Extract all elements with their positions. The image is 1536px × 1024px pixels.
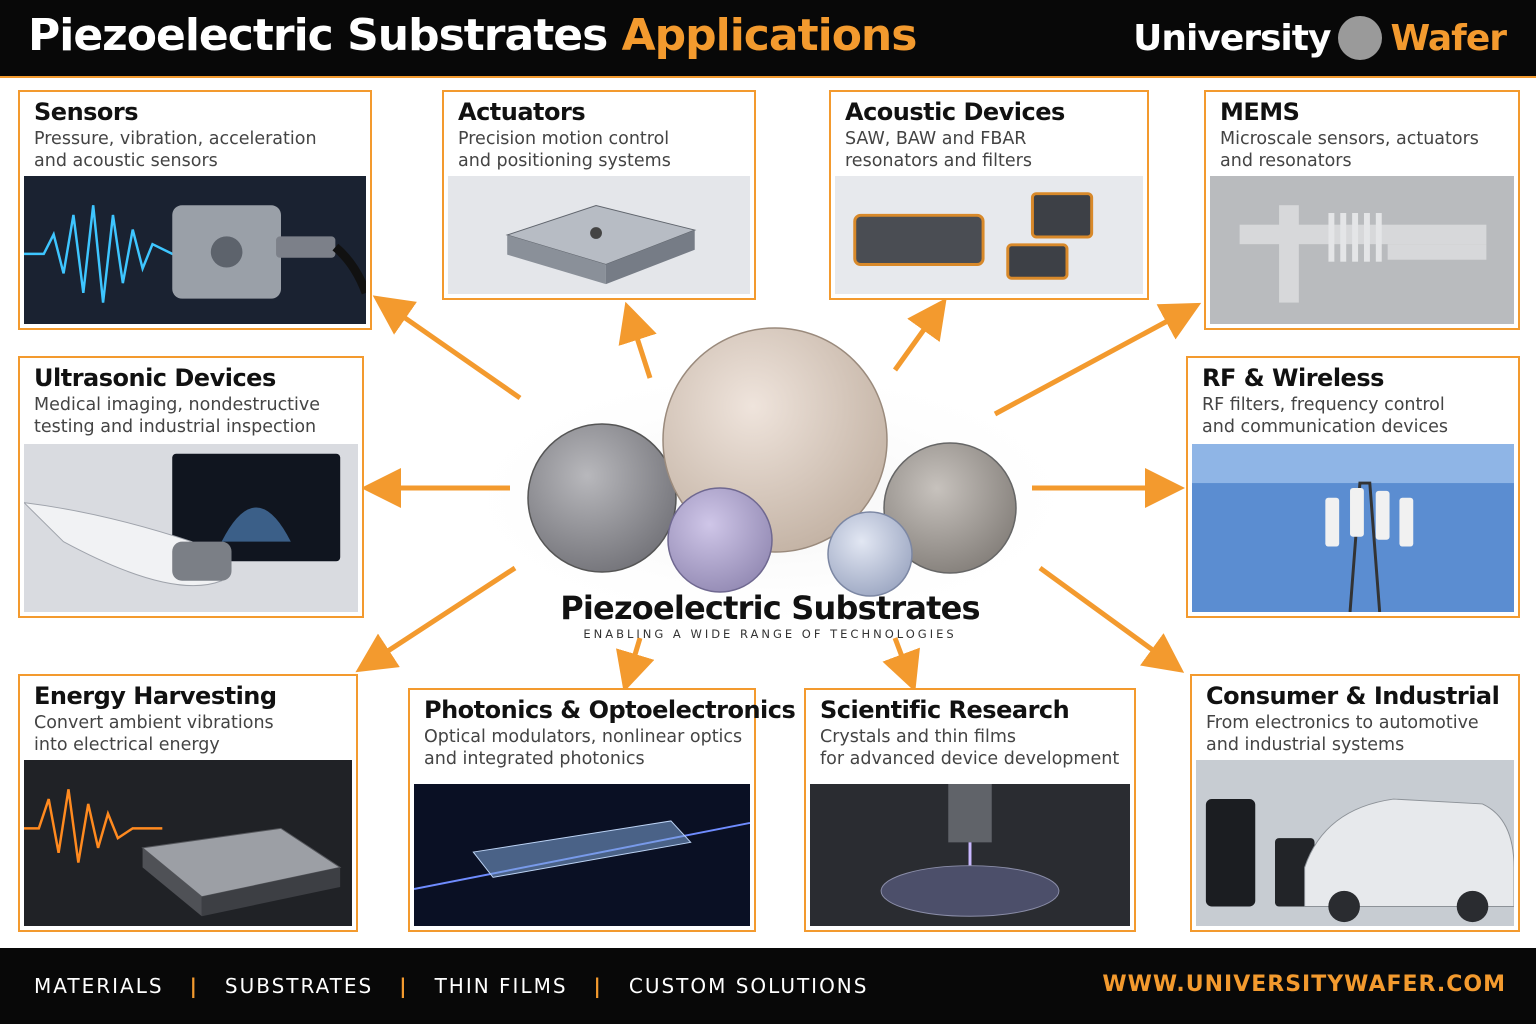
card-ultrasonic-devices[interactable]: Ultrasonic Devices Medical imaging, nond… [18, 356, 364, 618]
card-title: Scientific Research [820, 696, 1070, 724]
mems-image [1210, 176, 1514, 324]
arrow-actuators [618, 301, 657, 379]
card-energy-harvesting[interactable]: Energy Harvesting Convert ambient vibrat… [18, 674, 358, 932]
brand-logo[interactable]: University Wafer [1133, 14, 1507, 62]
card-title: Ultrasonic Devices [34, 364, 276, 392]
footer-link-substrates[interactable]: SUBSTRATES [224, 974, 374, 998]
actuator-image [448, 176, 750, 294]
arrows-layer [355, 295, 1202, 693]
card-title: Sensors [34, 98, 139, 126]
title-main: Piezoelectric Substrates [28, 10, 608, 61]
photonics-image [414, 784, 750, 926]
page-title: Piezoelectric Substrates Applications [28, 8, 918, 64]
card-sensors[interactable]: Sensors Pressure, vibration, acceleratio… [18, 90, 372, 330]
card-rf-wireless[interactable]: RF & Wireless RF filters, frequency cont… [1186, 356, 1520, 618]
footer-separator: | [593, 974, 603, 998]
card-title: Consumer & Industrial [1206, 682, 1500, 710]
arrow-mems [993, 302, 1202, 417]
center-title: Piezoelectric Substrates [560, 589, 980, 627]
footer-link-thin-films[interactable]: THIN FILMS [434, 974, 568, 998]
center-tagline: ENABLING A WIDE RANGE OF TECHNOLOGIES [583, 627, 957, 641]
consumer-image [1196, 760, 1514, 926]
brand-word-university: University [1133, 17, 1331, 59]
waveform-icon [24, 789, 163, 863]
acoustic-image [835, 176, 1143, 294]
footer-bar: MATERIALS | SUBSTRATES | THIN FILMS | CU… [0, 948, 1536, 1024]
arrow-consumer [1038, 565, 1185, 673]
arrow-acoustic [892, 297, 947, 372]
card-title: Energy Harvesting [34, 682, 277, 710]
card-title: Photonics & Optoelectronics [424, 696, 796, 724]
header-bar: Piezoelectric Substrates Applications Un… [0, 0, 1536, 78]
card-title: MEMS [1220, 98, 1300, 126]
footer-link-materials[interactable]: MATERIALS [34, 974, 164, 998]
card-title: RF & Wireless [1202, 364, 1384, 392]
card-title: Acoustic Devices [845, 98, 1065, 126]
arrow-energy [355, 565, 517, 673]
footer-separator: | [189, 974, 199, 998]
footer-link-custom-solutions[interactable]: CUSTOM SOLUTIONS [628, 974, 869, 998]
arrow-photonics [616, 637, 655, 693]
wafer-logo-icon [1338, 16, 1383, 60]
arrow-sensors [372, 295, 522, 401]
website-link[interactable]: WWW.UNIVERSITYWAFER.COM [1102, 972, 1506, 997]
sensor-image [24, 176, 366, 324]
ultrasonic-image [24, 444, 358, 612]
card-consumer-industrial[interactable]: Consumer & Industrial From electronics t… [1190, 674, 1520, 932]
waveform-icon [24, 205, 193, 303]
wafer-illustration [527, 327, 1017, 597]
main-infographic: Piezoelectric Substrates ENABLING A WIDE… [0, 78, 1536, 948]
card-title: Actuators [458, 98, 586, 126]
rf-image [1192, 444, 1514, 612]
research-image [810, 784, 1130, 926]
brand-word-wafer: Wafer [1390, 17, 1507, 59]
title-accent: Applications [621, 10, 918, 61]
card-scientific-research[interactable]: Scientific Research Crystals and thin fi… [804, 688, 1136, 932]
arrow-research [882, 637, 920, 693]
energy-image [24, 760, 352, 926]
footer-separator: | [399, 974, 409, 998]
card-photonics[interactable]: Photonics & Optoelectronics Optical modu… [408, 688, 796, 932]
footer-nav: MATERIALS | SUBSTRATES | THIN FILMS | CU… [34, 974, 868, 998]
